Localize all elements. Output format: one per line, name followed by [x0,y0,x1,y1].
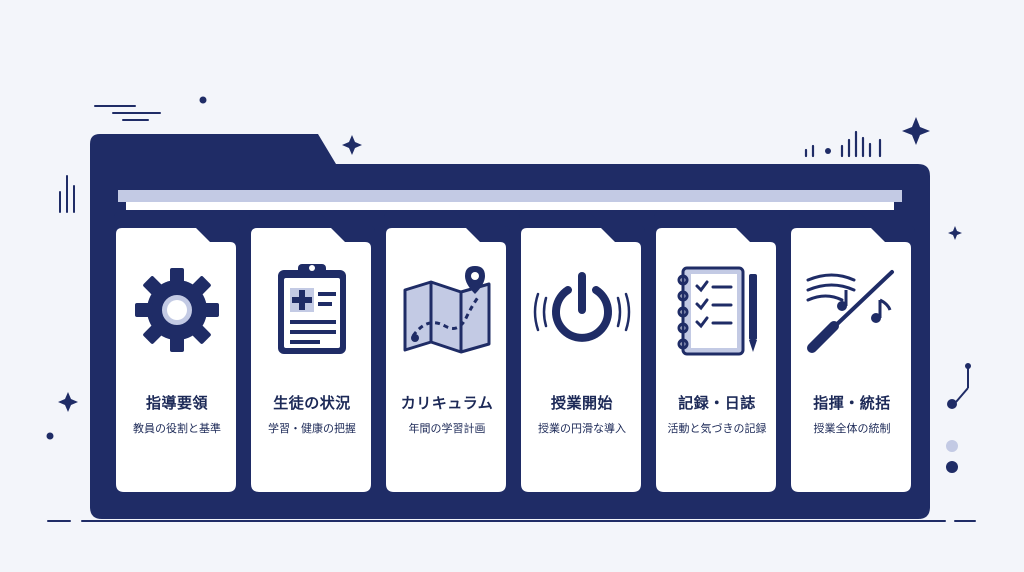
sparkle-icon [902,117,930,145]
card-title: 指揮・統括 [813,394,891,412]
power-icon [533,272,631,342]
folder-paper-edge [118,190,902,202]
decor-lines-top-left [94,105,161,121]
card-subtitle: 学習・健康の把握 [268,422,356,435]
decor-bars-right [804,130,882,158]
card-subtitle: 年間の学習計画 [408,422,486,435]
gear-icon [135,268,219,352]
sparkle-icon [948,226,962,240]
card-subtitle: 授業の円滑な導入 [538,422,626,435]
card-title: カリキュラム [400,394,494,412]
decor-bars-left [59,175,75,213]
card-title: 授業開始 [550,394,613,412]
notebook-icon [677,266,757,356]
sparkle-icon [58,392,78,412]
baton-icon [806,270,894,353]
card-subtitle: 教員の役割と基準 [133,422,221,435]
card-subtitle: 活動と気づきの記録 [667,422,767,435]
card-subtitle: 授業全体の統制 [813,422,891,435]
card-conducting: 指揮・統括 授業全体の統制 [789,212,915,496]
card-student-status: 生徒の状況 学習・健康の把握 [249,212,375,496]
card-title: 記録・日誌 [678,394,756,412]
card-curriculum: カリキュラム 年間の学習計画 [384,212,510,496]
card-class-start: 授業開始 授業の円滑な導入 [519,212,645,496]
card-records: 記録・日誌 活動と気づきの記録 [654,212,780,496]
card-guidelines: 指導要領 教員の役割と基準 [114,212,240,496]
decor-connector-right [946,363,971,473]
card-title: 指導要領 [145,394,208,412]
map-icon [403,266,491,354]
decor-dot [199,96,207,104]
sparkle-icon [342,135,362,155]
folder-paper-inner [126,202,894,210]
clipboard-icon [278,264,346,354]
decor-dot [46,432,54,440]
card-title: 生徒の状況 [273,394,351,412]
